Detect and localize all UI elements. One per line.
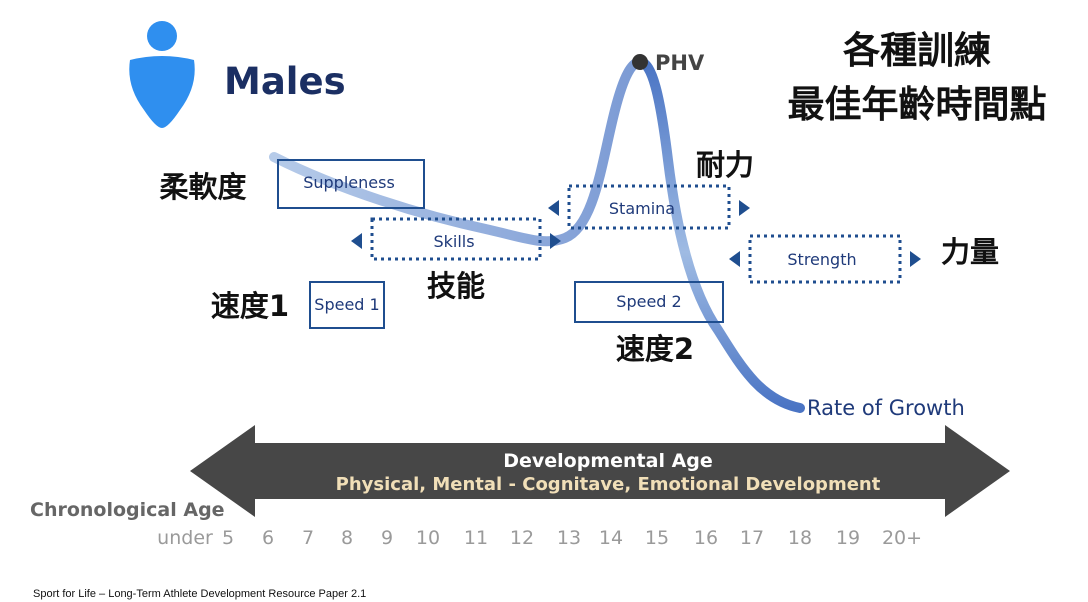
rate-of-growth-curve bbox=[269, 57, 805, 413]
developmental-age-title: Developmental Age bbox=[503, 450, 713, 472]
phv-peak-marker bbox=[632, 54, 648, 70]
age-tick-label: 13 bbox=[557, 527, 581, 549]
chronological-age-ticks: under 5 6 7 8 9 10 11 12 13 14 15 16 17 18 19 20+ bbox=[157, 527, 922, 549]
strength-window: Strength bbox=[729, 234, 921, 284]
speed2-window: Speed 2 bbox=[574, 281, 724, 323]
male-person-icon bbox=[129, 21, 195, 128]
developmental-age-subtitle: Physical, Mental - Cognitave, Emotional … bbox=[336, 474, 881, 495]
suppleness-cn-label: 柔軟度 bbox=[159, 170, 246, 204]
age-tick-label: 17 bbox=[740, 527, 764, 549]
stamina-window: Stamina bbox=[548, 184, 750, 230]
age-tick-label: 11 bbox=[464, 527, 488, 549]
age-tick-label: 8 bbox=[341, 527, 353, 549]
strength-cn-label: 力量 bbox=[941, 235, 999, 269]
stamina-cn-label: 耐力 bbox=[696, 148, 754, 182]
suppleness-label: Suppleness bbox=[303, 173, 395, 192]
skills-window: Skills bbox=[351, 217, 561, 261]
age-tick-label: 19 bbox=[836, 527, 860, 549]
stamina-label: Stamina bbox=[609, 199, 675, 218]
age-tick-label: 14 bbox=[599, 527, 623, 549]
strength-label: Strength bbox=[787, 250, 856, 269]
speed1-window: Speed 1 bbox=[309, 281, 385, 329]
age-tick-label: 18 bbox=[788, 527, 812, 549]
gender-label: Males bbox=[224, 60, 346, 103]
age-tick-label: 12 bbox=[510, 527, 534, 549]
speed1-cn-label: 速度1 bbox=[211, 289, 289, 323]
speed1-label: Speed 1 bbox=[314, 295, 379, 314]
phv-label: PHV bbox=[655, 51, 705, 75]
rate-of-growth-label: Rate of Growth bbox=[807, 396, 965, 420]
age-tick-label: 6 bbox=[262, 527, 274, 549]
developmental-age-arrow: Developmental Age Physical, Mental - Cog… bbox=[190, 425, 1010, 517]
age-tick-label: 5 bbox=[222, 527, 234, 549]
age-tick-label: 15 bbox=[645, 527, 669, 549]
suppleness-window: Suppleness bbox=[277, 159, 425, 209]
title-line-2: 最佳年齡時間點 bbox=[788, 83, 1047, 126]
age-tick-label: 20+ bbox=[882, 527, 922, 549]
age-tick-label: 9 bbox=[381, 527, 393, 549]
age-tick-label: 16 bbox=[694, 527, 718, 549]
chronological-age-label: Chronological Age bbox=[30, 499, 225, 521]
age-tick-label: under bbox=[157, 527, 213, 549]
source-citation: Sport for Life – Long-Term Athlete Devel… bbox=[33, 588, 367, 600]
skills-label: Skills bbox=[433, 232, 474, 251]
age-tick-label: 7 bbox=[302, 527, 314, 549]
speed2-label: Speed 2 bbox=[616, 292, 681, 311]
skills-cn-label: 技能 bbox=[427, 269, 485, 303]
age-tick-label: 10 bbox=[416, 527, 440, 549]
title-line-1: 各種訓練 bbox=[843, 29, 991, 72]
speed2-cn-label: 速度2 bbox=[616, 332, 694, 366]
